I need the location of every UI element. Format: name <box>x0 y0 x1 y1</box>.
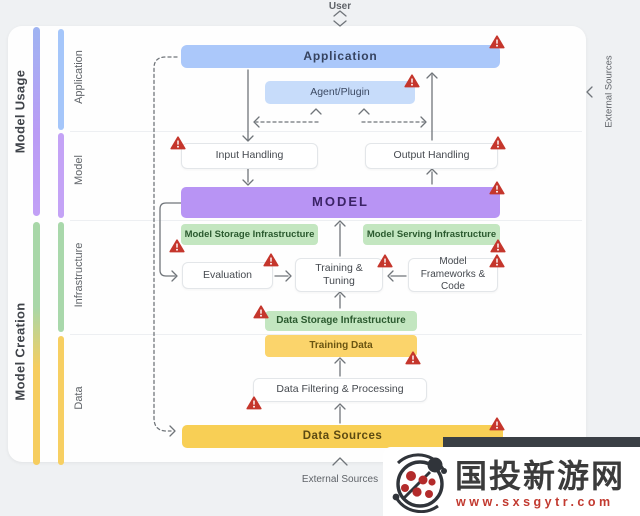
node-application: Application <box>181 45 500 68</box>
ladybug-logo-icon <box>388 449 452 514</box>
node-input-handling: Input Handling <box>181 143 318 169</box>
right-external-sources-label: External Sources <box>603 55 615 128</box>
warning-icon <box>246 396 262 410</box>
node-evaluation: Evaluation <box>182 262 273 289</box>
warning-icon <box>405 351 421 365</box>
user-label: User <box>328 1 352 12</box>
infrastructure-layer-bar <box>58 222 64 332</box>
node-training-tuning: Training & Tuning <box>295 258 383 292</box>
warning-icon <box>253 305 269 319</box>
node-data-storage-infrastructure: Data Storage Infrastructure <box>265 311 417 331</box>
warning-icon <box>170 136 186 150</box>
warning-icon <box>490 239 506 253</box>
warning-icon <box>263 253 279 267</box>
model-creation-label: Model Creation <box>12 302 28 401</box>
node-model-frameworks-code: Model Frameworks & Code <box>408 256 498 292</box>
node-agent-plugin: Agent/Plugin <box>265 81 415 104</box>
node-model: MODEL <box>181 187 500 218</box>
node-data-filtering-processing: Data Filtering & Processing <box>253 378 427 402</box>
node-training-data: Training Data <box>265 335 417 357</box>
data-layer-bar <box>58 336 64 465</box>
model-creation-bar <box>33 222 40 465</box>
warning-icon <box>169 239 185 253</box>
warning-icon <box>489 417 505 431</box>
category-label-infrastructure: Infrastructure <box>73 242 85 308</box>
category-label-model: Model <box>73 155 85 185</box>
bottom-external-sources-label: External Sources <box>301 474 379 485</box>
warning-icon <box>489 35 505 49</box>
warning-icon <box>489 254 505 268</box>
node-data-sources: Data Sources <box>182 425 503 448</box>
watermark-top-bar <box>443 437 640 448</box>
node-model-storage-infrastructure: Model Storage Infrastructure <box>181 224 318 245</box>
right-collapse-chevron <box>586 86 593 98</box>
row-divider <box>70 131 582 132</box>
node-output-handling: Output Handling <box>365 143 498 169</box>
application-layer-bar <box>58 29 64 130</box>
warning-icon <box>404 74 420 88</box>
warning-icon <box>490 136 506 150</box>
model-usage-label: Model Usage <box>12 69 28 154</box>
row-divider <box>70 334 582 335</box>
warning-icon <box>489 181 505 195</box>
row-divider <box>70 220 582 221</box>
node-model-serving-infrastructure: Model Serving Infrastructure <box>363 224 500 245</box>
model-layer-bar <box>58 133 64 218</box>
model-usage-bar <box>33 27 40 216</box>
watermark-site-name: 国投新游网 <box>455 457 626 495</box>
category-label-data: Data <box>73 386 85 410</box>
watermark-site-url: www.sxsgytr.com <box>456 495 614 509</box>
warning-icon <box>377 254 393 268</box>
